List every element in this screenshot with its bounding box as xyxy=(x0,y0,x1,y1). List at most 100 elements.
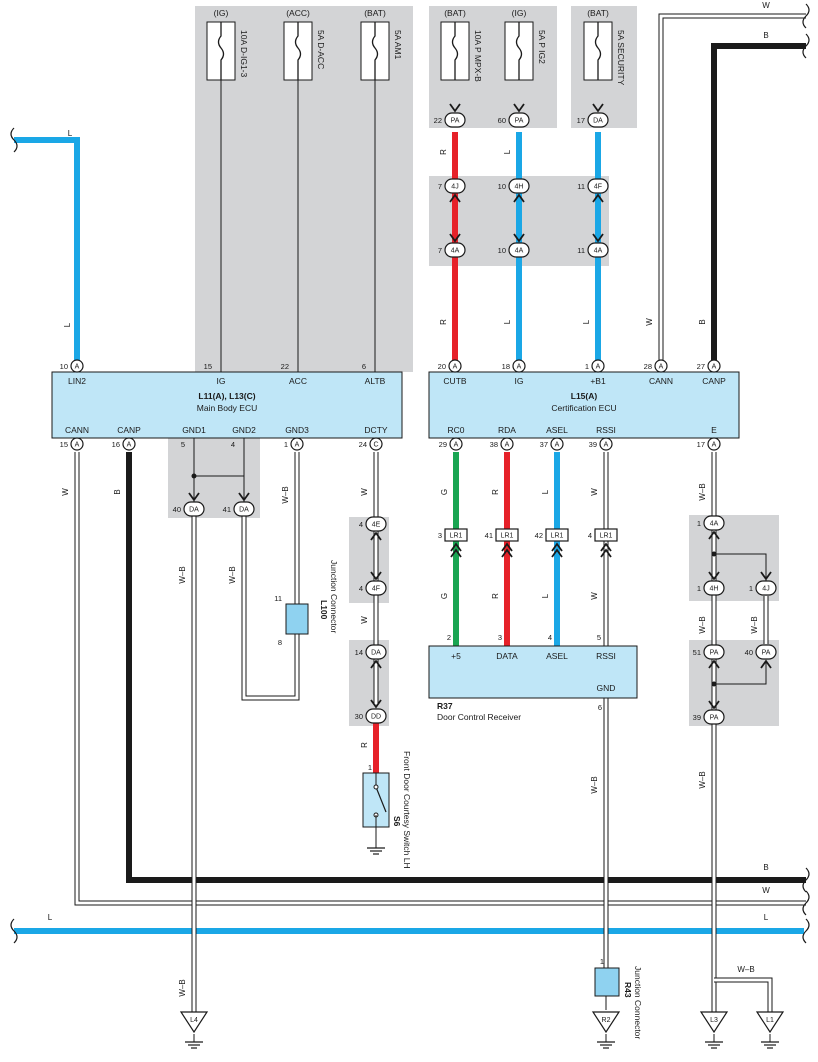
connector-shape xyxy=(703,644,725,660)
l100-pin-top: 11 xyxy=(274,594,282,603)
connector-j4j: 4J7 xyxy=(438,178,466,203)
pin-name: DATA xyxy=(496,651,518,661)
pin-number: 3 xyxy=(498,633,502,642)
wire-color-label: R xyxy=(439,149,448,155)
junction-dot xyxy=(191,473,197,479)
connector-code: PA xyxy=(710,650,719,657)
fuse-group: (IG)10A D-IG1-3(ACC)5A D-ACC(BAT)5A AM1(… xyxy=(206,8,626,86)
wire-color-label: L xyxy=(764,913,769,922)
connector-shape xyxy=(365,708,387,724)
connector-code: PA xyxy=(710,715,719,722)
fuse-supply-label: (IG) xyxy=(214,8,229,18)
l100-pin-bottom: 8 xyxy=(278,638,282,647)
receiver-gnd-pin: 6 xyxy=(598,703,602,712)
fuse-supply-label: (BAT) xyxy=(444,8,466,18)
switch-pin: 1 xyxy=(368,763,372,772)
switch-code: S6 xyxy=(392,816,402,827)
l100-name: Junction Connector xyxy=(329,560,339,633)
connector-pin: 30 xyxy=(355,712,363,721)
connector-shape xyxy=(508,112,530,128)
pin-connector-circle xyxy=(654,359,668,373)
pin-connector-circle xyxy=(70,359,84,373)
connector-arrow xyxy=(708,659,720,669)
connector-shape xyxy=(703,580,725,596)
connector-arrow xyxy=(370,571,382,581)
fuse-element xyxy=(515,22,523,80)
connector-pa60: PA 60 xyxy=(498,103,530,128)
pin-name: CANP xyxy=(702,376,726,386)
shaded-areas xyxy=(168,6,779,726)
connector-pin: 40 xyxy=(745,648,753,657)
wire-color-label: B xyxy=(763,31,768,40)
connector-code: PA xyxy=(515,118,524,125)
connector-code: 4A xyxy=(515,248,524,255)
junction-dot xyxy=(711,681,717,687)
pin-number: 28 xyxy=(644,362,652,371)
wire-break-marks xyxy=(10,3,810,944)
wire-color-label: L xyxy=(541,593,550,598)
pin-name: IG xyxy=(217,376,226,386)
pin-connector-code: A xyxy=(75,364,80,371)
wire-color-label: W xyxy=(360,616,369,624)
wire-color-label: W–B xyxy=(178,566,187,583)
connector-pin: 40 xyxy=(173,505,181,514)
pin-connector-circle xyxy=(70,437,84,451)
pin-number: 39 xyxy=(589,440,597,449)
connector-code: DA xyxy=(239,507,249,514)
connector-pin: 11 xyxy=(577,182,585,191)
pin-number: 10 xyxy=(60,362,68,371)
connector-arrow xyxy=(592,103,604,113)
connector-arrow xyxy=(188,492,200,502)
pin-connector-circle xyxy=(369,437,383,451)
junction-l100: 11 8 L100 Junction Connector xyxy=(274,560,339,647)
connector-arrow xyxy=(513,193,525,203)
connector-shape xyxy=(703,709,725,725)
connector-f4: 4F4 xyxy=(359,571,387,596)
wire-color-label: W xyxy=(360,488,369,496)
ground-code: R2 xyxy=(602,1017,611,1024)
connector-arrow xyxy=(370,699,382,709)
r43-code: R43 xyxy=(623,982,633,998)
pin-connector-code: A xyxy=(712,442,717,449)
connector-code: 4J xyxy=(451,184,458,191)
wire-color-label: R xyxy=(439,319,448,325)
pin-connector-circle xyxy=(290,437,304,451)
pin-name: E xyxy=(711,425,717,435)
cert-ecu-top-pin: A1+B1 xyxy=(585,359,606,386)
pin-name: CUTB xyxy=(443,376,466,386)
pin-layer: A10LIN215IG22ACC6ALTBA15CANNA16CANP5GND1… xyxy=(60,359,726,661)
pin-name: CANN xyxy=(65,425,89,435)
connector-shape xyxy=(545,528,569,542)
fuse-mpxb: (BAT)10A P MPX-B xyxy=(440,8,483,82)
connector-shape xyxy=(365,580,387,596)
connector-pin: 11 xyxy=(577,246,585,255)
pin-number: 1 xyxy=(284,440,288,449)
pin-name: CANN xyxy=(649,376,673,386)
connector-arrow xyxy=(513,103,525,113)
connector-pin: 60 xyxy=(498,116,506,125)
pin-name: ALTB xyxy=(365,376,386,386)
connector-arrow xyxy=(449,193,461,203)
ground-l1: L1 xyxy=(755,1011,785,1049)
connector-shape xyxy=(508,242,530,258)
connector-pin: 7 xyxy=(438,246,442,255)
connector-arrow xyxy=(708,571,720,581)
connector-arrow xyxy=(370,531,382,541)
pin-connector-circle xyxy=(122,437,136,451)
